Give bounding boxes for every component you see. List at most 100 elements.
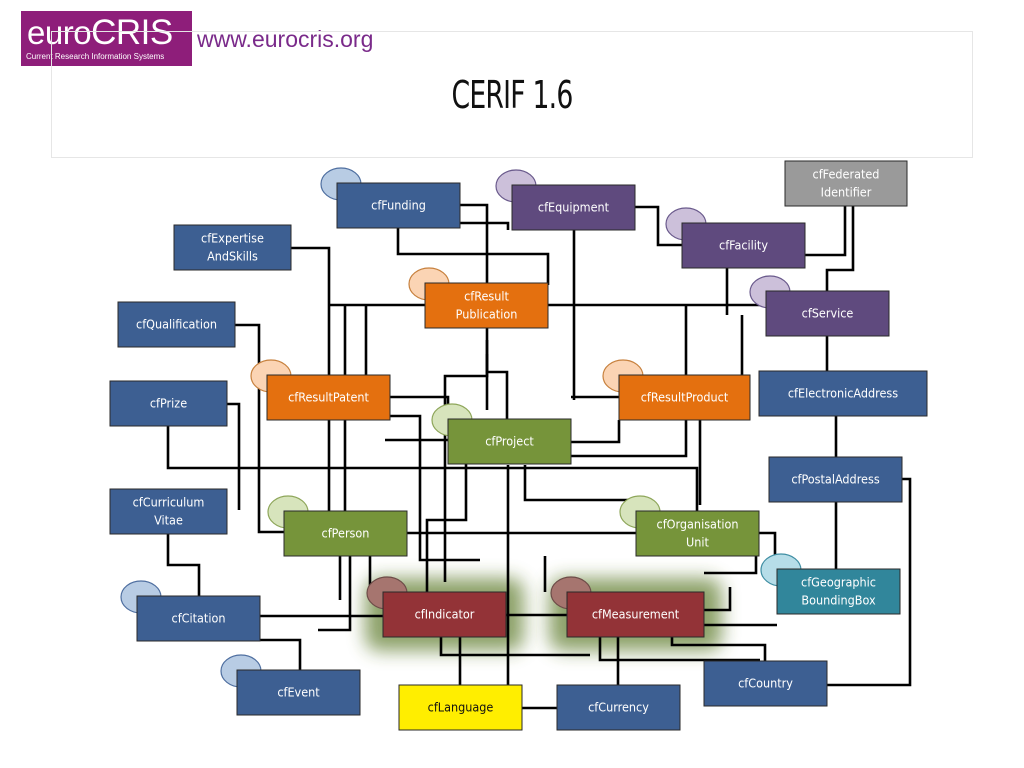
website-url[interactable]: www.eurocris.org (197, 26, 374, 52)
entity-label: cfGeographic (801, 575, 876, 590)
entity-label: cfProject (485, 434, 534, 449)
relationship-line (235, 323, 284, 534)
entity-label: cfCurriculum (133, 495, 205, 510)
entity-electronic-address: cfElectronicAddress (758, 370, 928, 417)
entity-label: AndSkills (207, 249, 258, 264)
page-title: CERIF 1.6 (451, 73, 573, 117)
entity-label: cfIndicator (415, 607, 475, 622)
relationship-line (704, 587, 732, 612)
entity-label: cfResultProduct (641, 390, 729, 405)
entity-box (336, 182, 461, 229)
entity-label: cfPostalAddress (791, 472, 880, 487)
entity-label: Vitae (154, 513, 183, 528)
entity-box (266, 374, 391, 421)
entity-box (566, 591, 705, 638)
entity-equipment: cfEquipment (511, 184, 636, 231)
relationship-line (227, 402, 241, 510)
entity-currency: cfCurrency (556, 684, 681, 731)
entity-language: cfLanguage (398, 684, 523, 731)
entity-facility: cfFacility (681, 222, 806, 269)
relationship-line (598, 637, 760, 662)
entity-label: Unit (686, 535, 709, 550)
entity-box (117, 301, 236, 348)
relationship-line (571, 420, 688, 458)
entity-label: Publication (456, 307, 518, 322)
entity-box (635, 510, 760, 557)
entity-box (784, 160, 908, 207)
entity-label: cfCitation (172, 611, 226, 626)
relationship-line (166, 404, 699, 511)
entity-label: cfPrize (150, 396, 187, 411)
relationship-line (396, 228, 550, 285)
entity-label: cfService (802, 306, 854, 321)
entity-box (758, 370, 928, 417)
entity-funding: cfFunding (336, 182, 461, 229)
relationship-line (704, 556, 758, 575)
entity-label: cfResult (464, 289, 509, 304)
entity-label: cfResultPatent (288, 390, 369, 405)
entity-service: cfService (765, 290, 890, 337)
entity-box (768, 456, 903, 503)
entity-box (424, 282, 549, 329)
entity-box (776, 568, 901, 615)
entity-qualification: cfQualification (117, 301, 236, 348)
entity-label: cfLanguage (428, 700, 494, 715)
entity-label: cfQualification (136, 317, 217, 332)
relationship-line (318, 556, 352, 632)
entity-prize: cfPrize (109, 380, 228, 427)
entity-box (556, 684, 681, 731)
entity-result-product: cfResultProduct (618, 374, 751, 421)
entity-box (136, 595, 261, 642)
entity-postal-address: cfPostalAddress (768, 456, 903, 503)
entity-box (681, 222, 806, 269)
entity-box (283, 510, 408, 557)
relationship-line (805, 206, 847, 257)
relationship-line (571, 420, 621, 444)
relationship-line (827, 477, 912, 687)
relationship-line (390, 414, 480, 562)
entity-result-patent: cfResultPatent (266, 374, 391, 421)
entity-indicator: cfIndicator (382, 591, 507, 638)
entity-box (447, 418, 572, 465)
entity-label: cfFederated (813, 167, 880, 182)
relationship-line (291, 246, 331, 511)
entity-label: cfFunding (371, 198, 426, 213)
relationship-line (759, 531, 777, 560)
relationship-line (443, 354, 489, 582)
entity-label: cfMeasurement (592, 607, 680, 622)
entity-box (109, 380, 228, 427)
entity-project: cfProject (447, 418, 572, 465)
entity-label: cfCountry (738, 676, 793, 691)
entity-box (398, 684, 523, 731)
entity-box (765, 290, 890, 337)
entity-box (618, 374, 751, 421)
entity-box (511, 184, 636, 231)
title-frame (51, 31, 973, 158)
relationship-line (460, 203, 489, 283)
entity-label: BoundingBox (801, 593, 876, 608)
relationship-line (425, 419, 468, 592)
eurocris-logo: euroCRIS Current Research Information Sy… (21, 11, 192, 66)
entity-label: cfElectronicAddress (788, 386, 898, 401)
entity-measurement: cfMeasurement (566, 591, 705, 638)
entity-label: cfOrganisation (657, 517, 739, 532)
entity-label: Identifier (821, 185, 872, 200)
entity-box (382, 591, 507, 638)
entity-box (109, 488, 228, 535)
entity-box (703, 660, 828, 707)
entity-label: cfFacility (719, 238, 768, 253)
relationship-line (460, 221, 510, 230)
logo-euro-text: euro (27, 14, 92, 51)
relationship-lines (166, 203, 912, 710)
entity-label: cfEvent (277, 685, 320, 700)
relationship-line (166, 534, 201, 596)
relationship-line (439, 637, 590, 657)
relationship-line (670, 637, 767, 661)
logo-subtitle: Current Research Information Systems (26, 52, 165, 61)
